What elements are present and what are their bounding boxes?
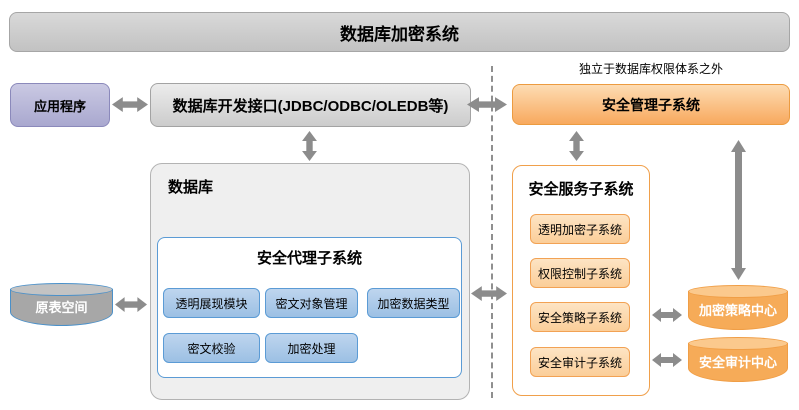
arrow-management-service-icon xyxy=(568,131,585,161)
cylinder-top xyxy=(688,285,788,298)
security-service-title: 安全服务子系统 xyxy=(528,181,634,198)
diagram-title: 数据库加密系统 xyxy=(340,24,459,44)
encryption-policy-center-cylinder: 加密策略中心 xyxy=(688,285,788,330)
cylinder-top xyxy=(10,283,113,296)
security-agent-title: 安全代理子系统 xyxy=(256,250,362,267)
independence-annotation: 独立于数据库权限体系之外 xyxy=(578,62,723,76)
application-node: 应用程序 xyxy=(10,83,110,127)
database-label: 数据库 xyxy=(168,179,214,196)
arrow-service-audit-center-icon xyxy=(652,352,682,368)
cylinder-top xyxy=(688,337,788,350)
agent-module-ciphertext-object: 密文对象管理 xyxy=(265,288,358,318)
arrow-app-jdbc-icon xyxy=(112,96,148,113)
service-module-transparent-encryption: 透明加密子系统 xyxy=(530,214,630,244)
security-audit-center-label: 安全审计中心 xyxy=(698,354,777,370)
agent-module-transparent-display: 透明展现模块 xyxy=(163,288,260,318)
original-tablespace-cylinder: 原表空间 xyxy=(10,283,113,326)
arrow-service-policy-center-icon xyxy=(652,307,682,323)
arrow-database-service-icon xyxy=(471,285,507,302)
agent-module-encrypted-datatype: 加密数据类型 xyxy=(367,288,460,318)
arrow-jdbc-management-icon xyxy=(467,96,507,113)
security-audit-center-cylinder: 安全审计中心 xyxy=(688,337,788,382)
diagram-title-banner: 数据库加密系统 xyxy=(9,12,790,52)
agent-module-ciphertext-verify: 密文校验 xyxy=(163,333,260,363)
service-module-permission-control: 权限控制子系统 xyxy=(530,258,630,288)
dashed-divider-line xyxy=(491,66,493,398)
original-tablespace-label: 原表空间 xyxy=(35,299,88,315)
arrow-jdbc-database-icon xyxy=(301,131,318,161)
agent-module-encryption-process: 加密处理 xyxy=(265,333,358,363)
jdbc-interface-label: 数据库开发接口(JDBC/ODBC/OLEDB等) xyxy=(172,97,449,115)
cylinder-body xyxy=(10,289,113,326)
application-label: 应用程序 xyxy=(33,98,86,114)
security-management-node: 安全管理子系统 xyxy=(512,84,790,125)
service-module-security-policy: 安全策略子系统 xyxy=(530,302,630,332)
cylinder-body xyxy=(688,343,788,382)
arrow-tablespace-database-icon xyxy=(115,296,147,313)
service-module-security-audit: 安全审计子系统 xyxy=(530,347,630,377)
jdbc-interface-node: 数据库开发接口(JDBC/ODBC/OLEDB等) xyxy=(150,83,471,127)
encryption-policy-center-label: 加密策略中心 xyxy=(698,302,777,318)
security-management-label: 安全管理子系统 xyxy=(602,96,700,113)
arrow-management-policy-center-icon xyxy=(730,140,747,280)
